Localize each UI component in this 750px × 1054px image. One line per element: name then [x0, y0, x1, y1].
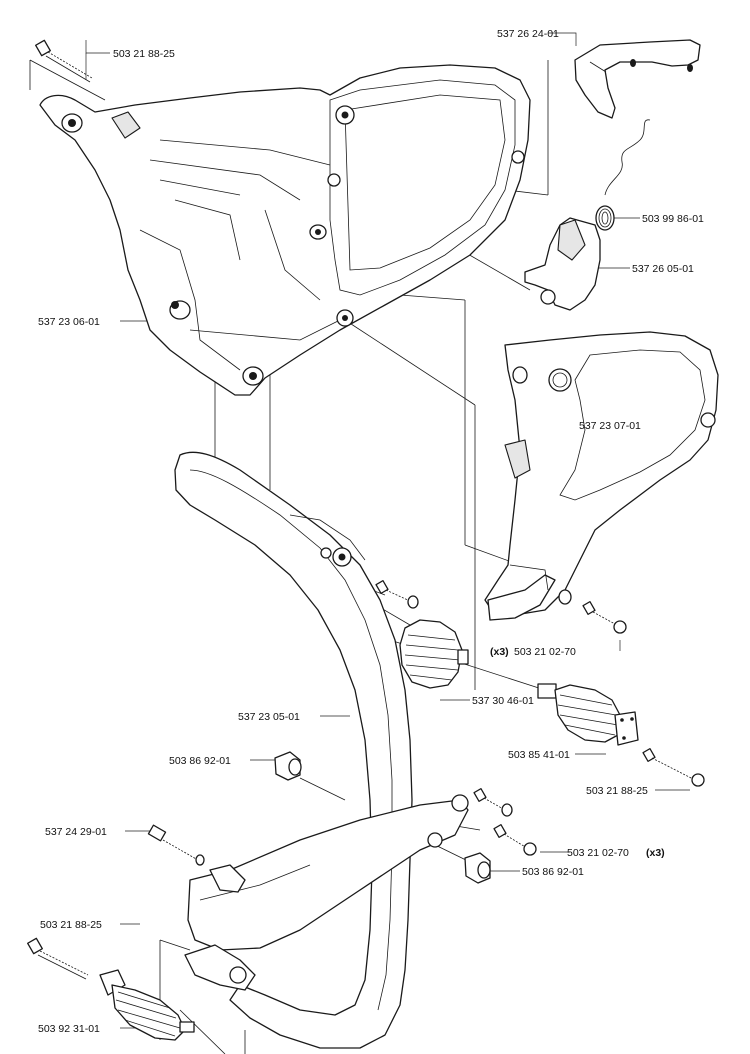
label-503-21-88-25-bot: 503 21 88-25	[40, 919, 102, 931]
label-503-86-92-01-left: 503 86 92-01	[169, 755, 231, 767]
label-537-26-24-01: 537 26 24-01	[497, 28, 559, 40]
label-503-99-86-01: 503 99 86-01	[642, 213, 704, 225]
label-537-23-06-01: 537 23 06-01	[38, 316, 100, 328]
av-spring-mount-lower	[537, 683, 639, 746]
label-537-30-46-01: 537 30 46-01	[472, 695, 534, 707]
label-537-24-29-01: 537 24 29-01	[45, 826, 107, 838]
bolt-503-21-02-70-d	[493, 824, 537, 856]
upper-handle-housing	[39, 64, 531, 396]
bushing-503-86-92-01-right	[464, 852, 491, 884]
label-537-26-05-01: 537 26 05-01	[632, 263, 694, 275]
av-spring-mount-bottom	[99, 969, 195, 1041]
front-handle-bar	[174, 451, 469, 1049]
throttle-lockout	[524, 217, 601, 311]
label-503-21-02-70-bot: 503 21 02-70	[567, 847, 629, 859]
pin-537-24-29-01	[147, 824, 205, 866]
handle-cover	[484, 331, 719, 621]
part-number-labels: 537 26 24-01 503 21 88-25 503 99 86-01 5…	[38, 28, 704, 1035]
label-503-86-92-01-right: 503 86 92-01	[522, 866, 584, 878]
av-spring-mount-upper	[399, 619, 469, 689]
throttle-trigger	[574, 39, 701, 119]
callout-leaders	[85, 32, 690, 1029]
bolt-503-21-88-25-mid	[642, 748, 705, 787]
label-503-92-31-01: 503 92 31-01	[38, 1023, 100, 1035]
label-x3-bot: (x3)	[646, 847, 665, 859]
label-503-21-02-70-top: 503 21 02-70	[514, 646, 576, 658]
label-537-23-05-01: 537 23 05-01	[238, 711, 300, 723]
bolt-503-21-02-70-c	[473, 788, 513, 817]
bolt-503-21-02-70-a	[375, 580, 419, 609]
label-503-21-88-25-mid: 503 21 88-25	[586, 785, 648, 797]
bolt-503-21-88-25-bot	[27, 937, 89, 980]
bushing-503-86-92-01-left	[274, 751, 302, 781]
label-x3-top: (x3)	[490, 646, 509, 658]
label-537-23-07-01: 537 23 07-01	[579, 420, 641, 432]
trigger-spring	[595, 119, 651, 231]
bolt-503-21-88-25-top	[35, 39, 93, 83]
label-503-85-41-01: 503 85 41-01	[508, 749, 570, 761]
label-503-21-88-25-top: 503 21 88-25	[113, 48, 175, 60]
bolt-503-21-02-70-b	[582, 601, 627, 634]
